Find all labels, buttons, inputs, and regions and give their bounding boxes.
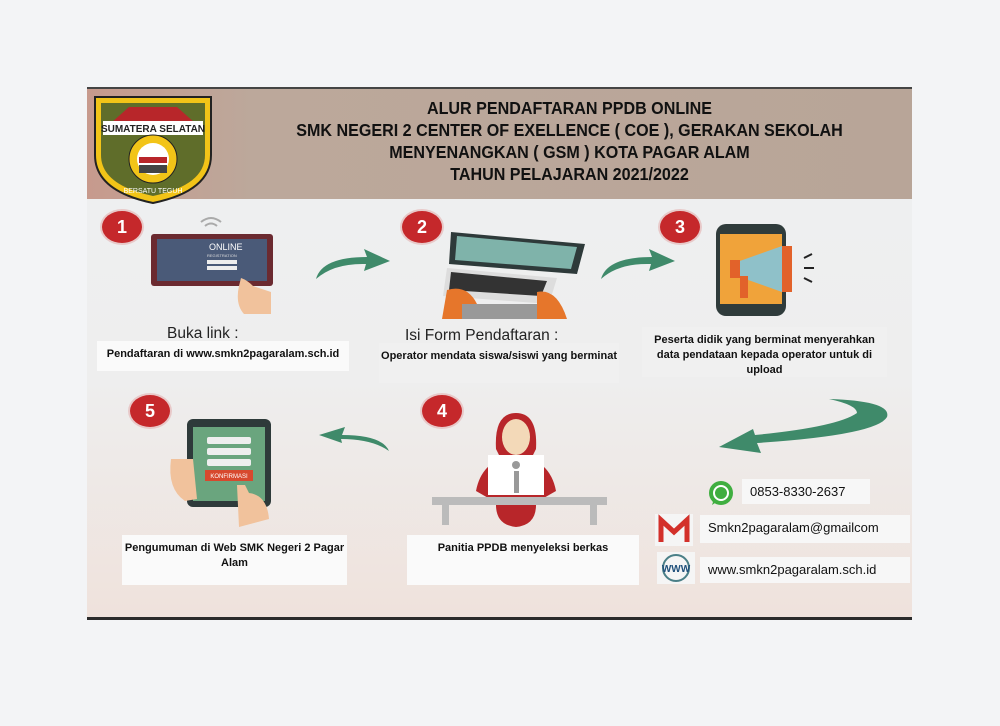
globe-www-icon: WWW — [657, 552, 695, 584]
email-address: Smkn2pagaralam@gmailcom — [700, 515, 910, 543]
step-1-badge: 1 — [102, 211, 142, 243]
infographic-panel: SUMATERA SELATAN BERSATU TEGUH ALUR PEND… — [87, 87, 912, 620]
header: SUMATERA SELATAN BERSATU TEGUH ALUR PEND… — [87, 89, 912, 205]
tablet-registration-icon: ONLINE REGISTRATION — [151, 217, 273, 314]
logo-top-text: SUMATERA SELATAN — [101, 124, 205, 135]
screen-title: ONLINE — [209, 242, 243, 252]
step-3-badge: 3 — [660, 211, 700, 243]
step-4-badge: 4 — [422, 395, 462, 427]
step-5-text: Pengumuman di Web SMK Negeri 2 Pagar Ala… — [122, 535, 347, 585]
title-line: SMK NEGERI 2 CENTER OF EXELLENCE ( COE )… — [296, 120, 843, 140]
arrow-left-icon — [319, 427, 389, 451]
gmail-icon — [655, 514, 693, 546]
step-2-heading: Isi Form Pendaftaran : — [405, 327, 559, 344]
laptop-typing-icon — [442, 232, 585, 319]
whatsapp-icon — [709, 481, 733, 505]
school-crest-logo: SUMATERA SELATAN BERSATU TEGUH — [94, 96, 212, 205]
step-5-badge: 5 — [130, 395, 170, 427]
title-line: ALUR PENDAFTARAN PPDB ONLINE — [426, 98, 713, 118]
confirm-button-label: KONFIRMASI — [210, 474, 248, 480]
screen-subtitle: REGISTRATION — [207, 253, 237, 258]
woman-desk-icon — [432, 413, 607, 527]
arrow-right-icon — [601, 249, 675, 279]
title-line: TAHUN PELAJARAN 2021/2022 — [450, 164, 689, 184]
step-2-text: Operator mendata siswa/siswi yang bermin… — [379, 343, 619, 383]
tablet-confirm-icon: KONFIRMASI — [170, 419, 271, 527]
phone-megaphone-icon — [716, 224, 814, 316]
phone-number: 0853-8330-2637 — [742, 479, 870, 504]
page-title: ALUR PENDAFTARAN PPDB ONLINE SMK NEGERI … — [254, 97, 884, 185]
website-url: www.smkn2pagaralam.sch.id — [700, 557, 910, 583]
svg-text:WWW: WWW — [662, 564, 691, 575]
step-1-text: Pendaftaran di www.smkn2pagaralam.sch.id — [97, 341, 349, 371]
arrow-right-icon — [316, 249, 390, 279]
step-3-text: Peserta didik yang berminat menyerahkan … — [642, 327, 887, 377]
step-4-text: Panitia PPDB menyeleksi berkas — [407, 535, 639, 585]
arrow-curved-left-icon — [719, 399, 888, 453]
logo-bottom-text: BERSATU TEGUH — [124, 188, 183, 195]
step-1-heading: Buka link : — [167, 325, 239, 342]
title-line: MENYENANGKAN ( GSM ) KOTA PAGAR ALAM — [389, 142, 750, 162]
step-2-badge: 2 — [402, 211, 442, 243]
